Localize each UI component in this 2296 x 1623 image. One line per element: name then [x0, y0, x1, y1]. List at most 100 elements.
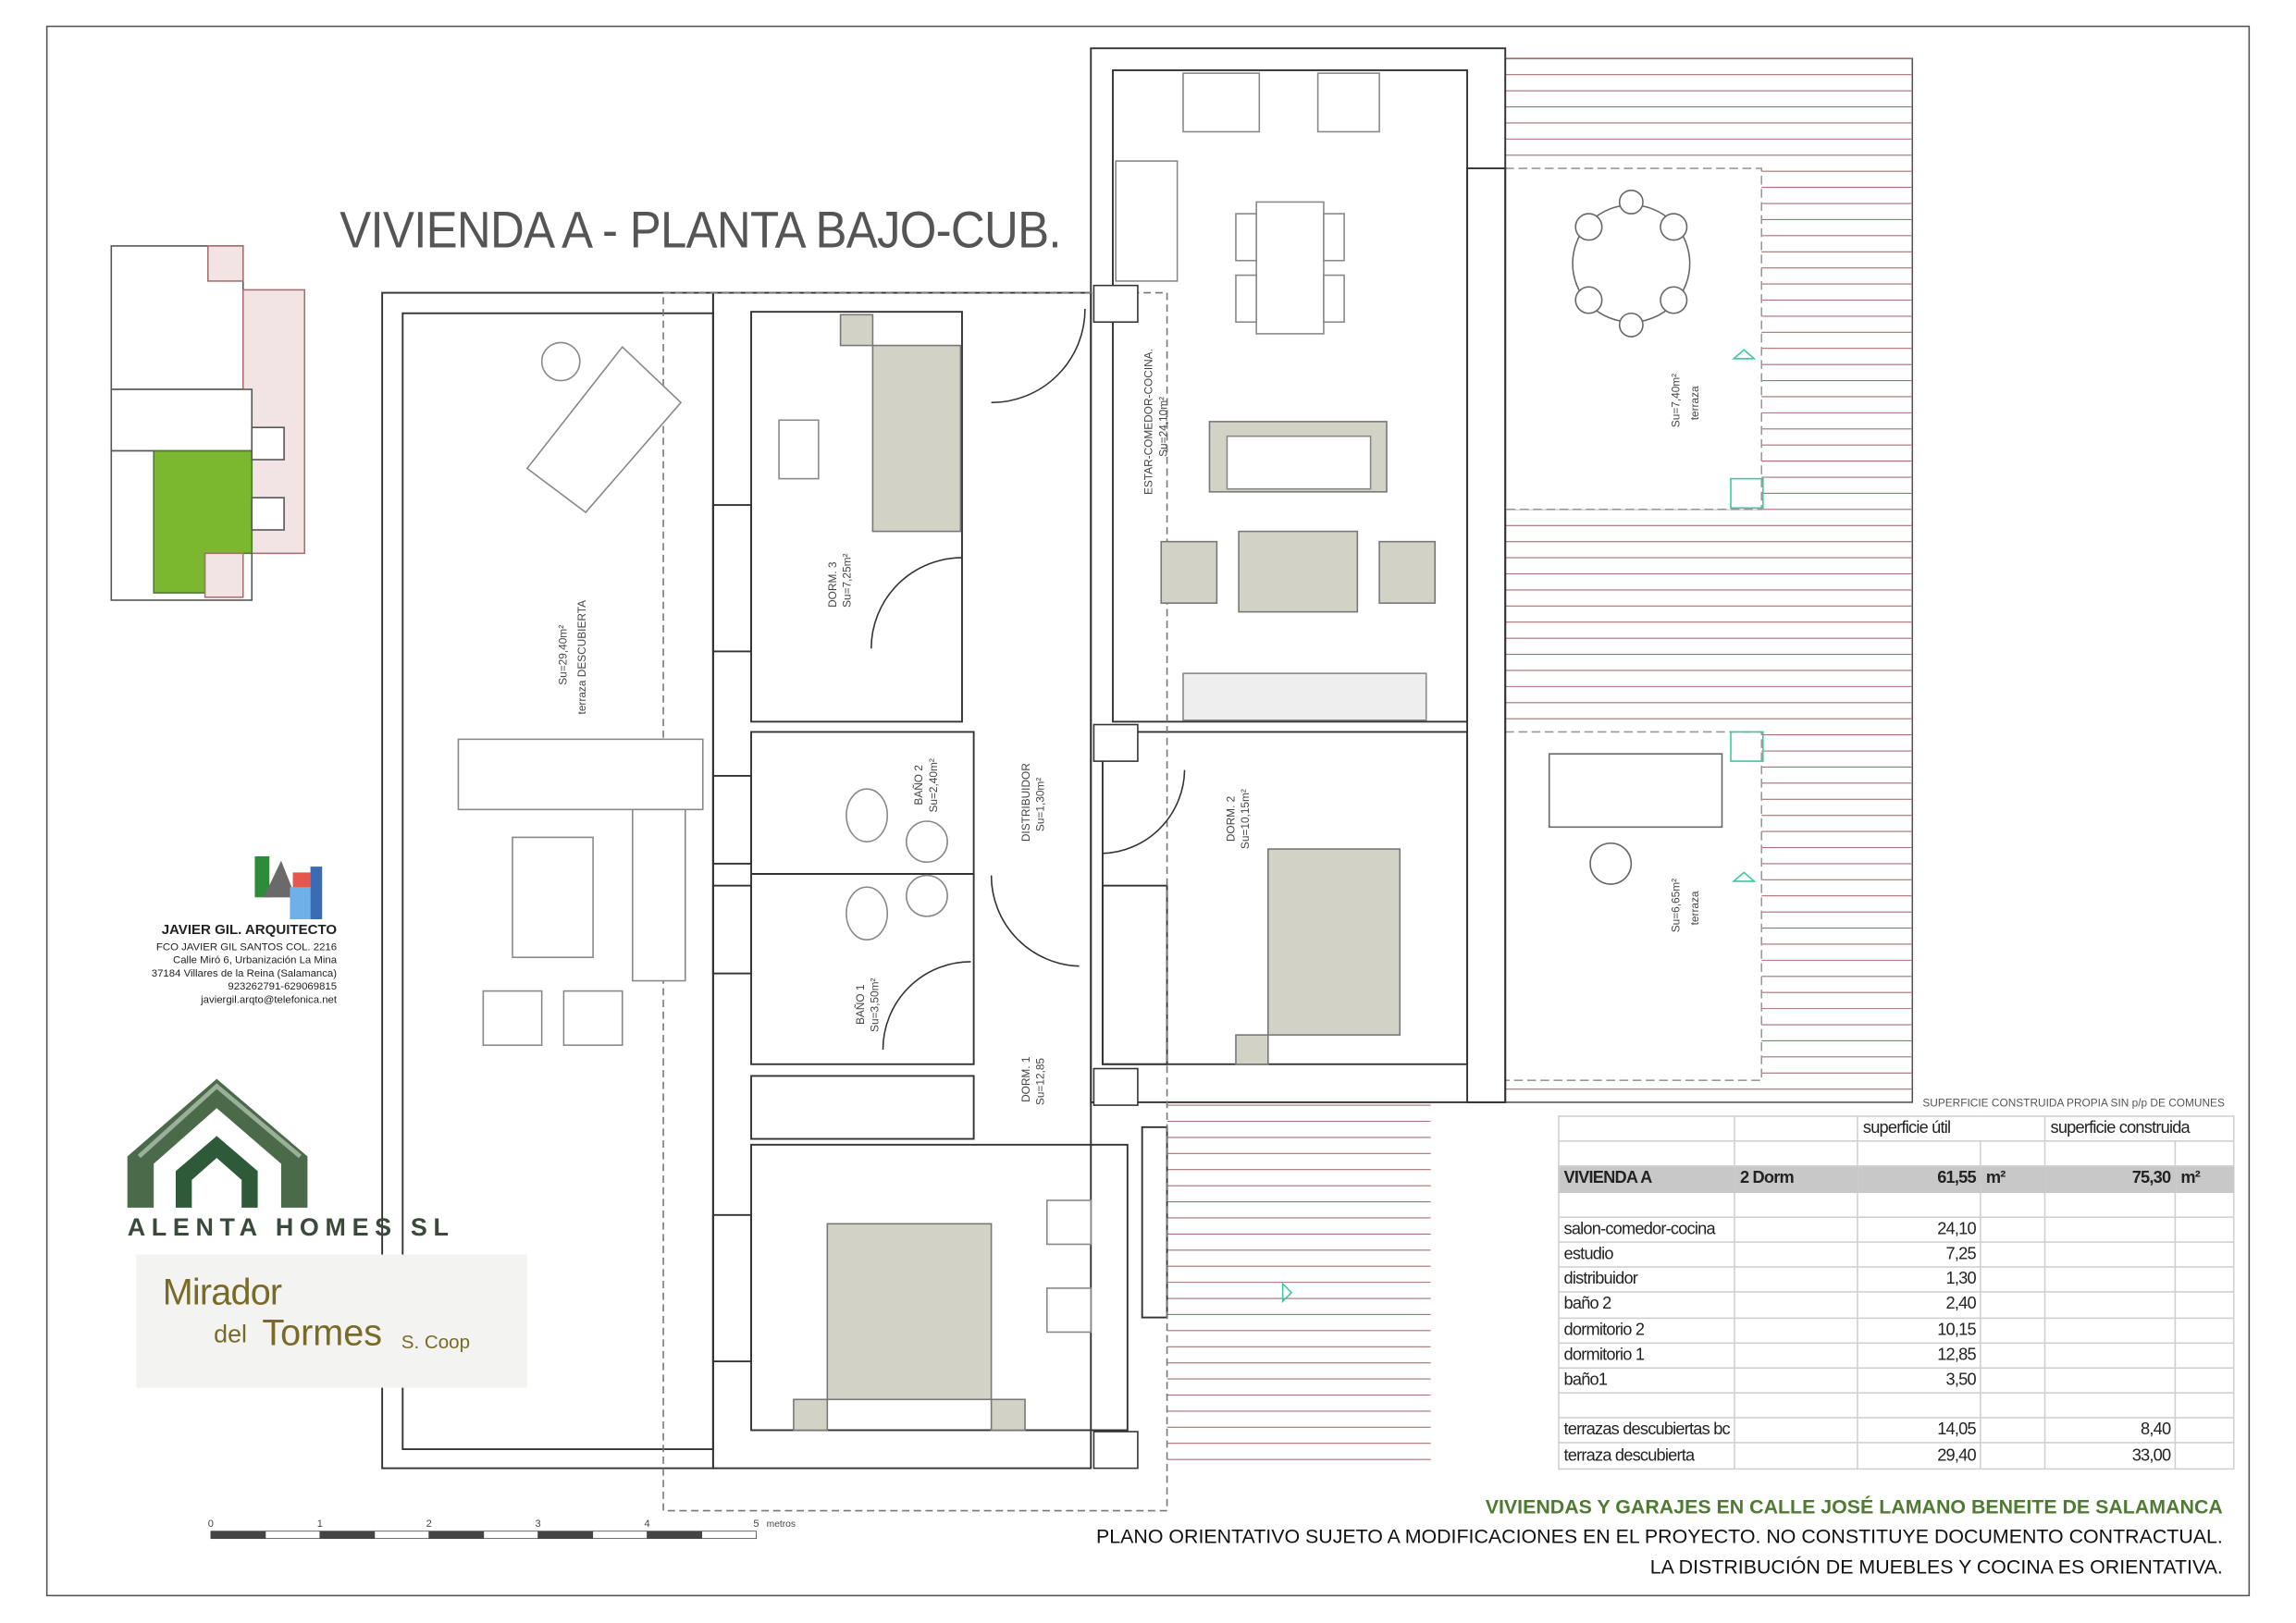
cell-empty	[1980, 1367, 2046, 1395]
cell-empty	[2175, 1417, 2235, 1445]
cell-util: 29,40	[1857, 1442, 1982, 1469]
scale-segment	[265, 1531, 321, 1540]
cell-empty	[1980, 1417, 2046, 1445]
promoter-name: ALENTA HOMES SL	[127, 1213, 455, 1242]
cell-empty	[1734, 1417, 1859, 1445]
cell-empty	[2175, 1241, 2235, 1268]
room-area-dorm2: Su=10,15m²	[1239, 789, 1252, 849]
table-row: dormitorio 2 10,15	[1558, 1316, 2235, 1344]
cell-construida	[2044, 1241, 2177, 1268]
room-label-bano1: BAÑO 1	[854, 984, 867, 1025]
cell-label: dormitorio 1	[1558, 1342, 1736, 1369]
room-label-terraza1: terraza	[1688, 386, 1701, 420]
sun-lounger	[1548, 753, 1723, 829]
cell-empty	[1734, 1316, 1859, 1344]
cell-construida	[2044, 1316, 2177, 1344]
cell-empty	[2175, 1342, 2235, 1369]
room-label-dorm1: DORM. 1	[1019, 1056, 1032, 1102]
header-util: superficie útil	[1857, 1115, 2046, 1142]
cell-construida	[2044, 1291, 2177, 1319]
cell-util: 10,15	[1857, 1316, 1982, 1344]
cell-empty	[2175, 1442, 2235, 1469]
cell-empty	[1734, 1367, 1859, 1395]
architect-line: 923262791-629069815	[228, 978, 338, 993]
scale-segment	[701, 1531, 757, 1540]
cell-construida	[2044, 1342, 2177, 1369]
alenta-homes-logo	[127, 1078, 308, 1208]
cell-util: 2,40	[1857, 1291, 1982, 1319]
scale-segment	[319, 1531, 376, 1540]
scale-segment	[592, 1531, 648, 1540]
table-row: estudio 7,25	[1558, 1241, 2235, 1268]
room-area-bano1: Su=3,50m²	[869, 978, 882, 1032]
cell-empty	[2175, 1291, 2235, 1319]
room-area-terraza1: Su=7,40m²	[1670, 374, 1683, 427]
cell-util: 7,25	[1857, 1241, 1982, 1268]
cell-empty	[1980, 1342, 2046, 1369]
cooperative-line3: Tormes	[262, 1312, 383, 1355]
total-construida: 75,30	[2044, 1165, 2177, 1193]
room-label-bano2: BAÑO 2	[912, 765, 925, 805]
cell-empty	[1734, 1215, 1859, 1243]
room-area-distribuidor: Su=1,30m²	[1034, 778, 1047, 831]
cell-empty	[1980, 1291, 2046, 1319]
cell-util: 14,05	[1857, 1417, 1982, 1445]
cell-label: estudio	[1558, 1241, 1736, 1268]
cell-empty	[2175, 1215, 2235, 1243]
room-area-dorm1: Su=12,85	[1034, 1058, 1047, 1106]
cooperative-line4: S. Coop	[401, 1330, 471, 1353]
scale-segment	[374, 1531, 430, 1540]
scale-segment	[537, 1531, 594, 1540]
room-label-estar: ESTAR-COMEDOR-COCINA.	[1142, 349, 1155, 495]
cell-construida: 33,00	[2044, 1442, 2177, 1469]
cell-label: distribuidor	[1558, 1266, 1736, 1294]
architect-logo	[254, 855, 323, 920]
drain-icon	[1730, 731, 1764, 762]
total-util-unit: m²	[1980, 1165, 2046, 1193]
cell-construida	[2044, 1215, 2177, 1243]
slope-arrow-icon	[1281, 1282, 1293, 1304]
cell-construida: 8,40	[2044, 1417, 2177, 1445]
architect-name: JAVIER GIL. ARQUITECTO	[161, 922, 338, 939]
cell-label: dormitorio 2	[1558, 1316, 1736, 1344]
table-row: terrazas descubiertas bc 14,05 8,40	[1558, 1417, 2235, 1445]
cell-label: baño 2	[1558, 1291, 1736, 1319]
page-title: VIVIENDA A - PLANTA BAJO-CUB.	[339, 202, 1061, 260]
architect-line: 37184 Villares de la Reina (Salamanca)	[151, 965, 338, 979]
cell-empty	[1980, 1316, 2046, 1344]
cell-label: salon-comedor-cocina	[1558, 1215, 1736, 1243]
walls	[381, 47, 1507, 1469]
room-label-dorm3: DORM. 3	[826, 561, 839, 608]
cooperative-logo: Mirador del Tormes S. Coop	[136, 1254, 527, 1388]
room-label-dorm2: DORM. 2	[1224, 796, 1237, 842]
slope-arrow-icon	[1732, 871, 1757, 882]
architect-line: javiergil.arqto@telefonica.net	[201, 992, 338, 1006]
disclaimer-2: LA DISTRIBUCIÓN DE MUEBLES Y COCINA ES O…	[1649, 1555, 2223, 1579]
cell-empty	[1980, 1241, 2046, 1268]
cell-empty	[1980, 1266, 2046, 1294]
room-area-dorm3: Su=7,25m²	[841, 554, 854, 608]
scale-unit: metros	[767, 1519, 796, 1530]
scale-tick-label: 4	[644, 1518, 649, 1530]
cell-label: terrazas descubiertas bc	[1558, 1417, 1736, 1445]
cell-label: baño1	[1558, 1367, 1736, 1395]
total-util: 61,55	[1857, 1165, 1982, 1193]
columns	[1092, 284, 1139, 1469]
room-area-terraza2: Su=6,65m²	[1670, 879, 1683, 932]
scale-segment	[210, 1531, 266, 1540]
cell-empty	[1734, 1266, 1859, 1294]
room-area-terraza-desc: Su=29,40m²	[557, 625, 570, 685]
sheet-border	[45, 25, 2251, 1597]
cell-empty	[2175, 1367, 2235, 1395]
cell-empty	[2175, 1266, 2235, 1294]
cell-empty	[1734, 1342, 1859, 1369]
header-construida: superficie construida	[2044, 1115, 2235, 1142]
total-row: VIVIENDA A 2 Dorm 61,55 m² 75,30 m²	[1558, 1165, 2235, 1193]
